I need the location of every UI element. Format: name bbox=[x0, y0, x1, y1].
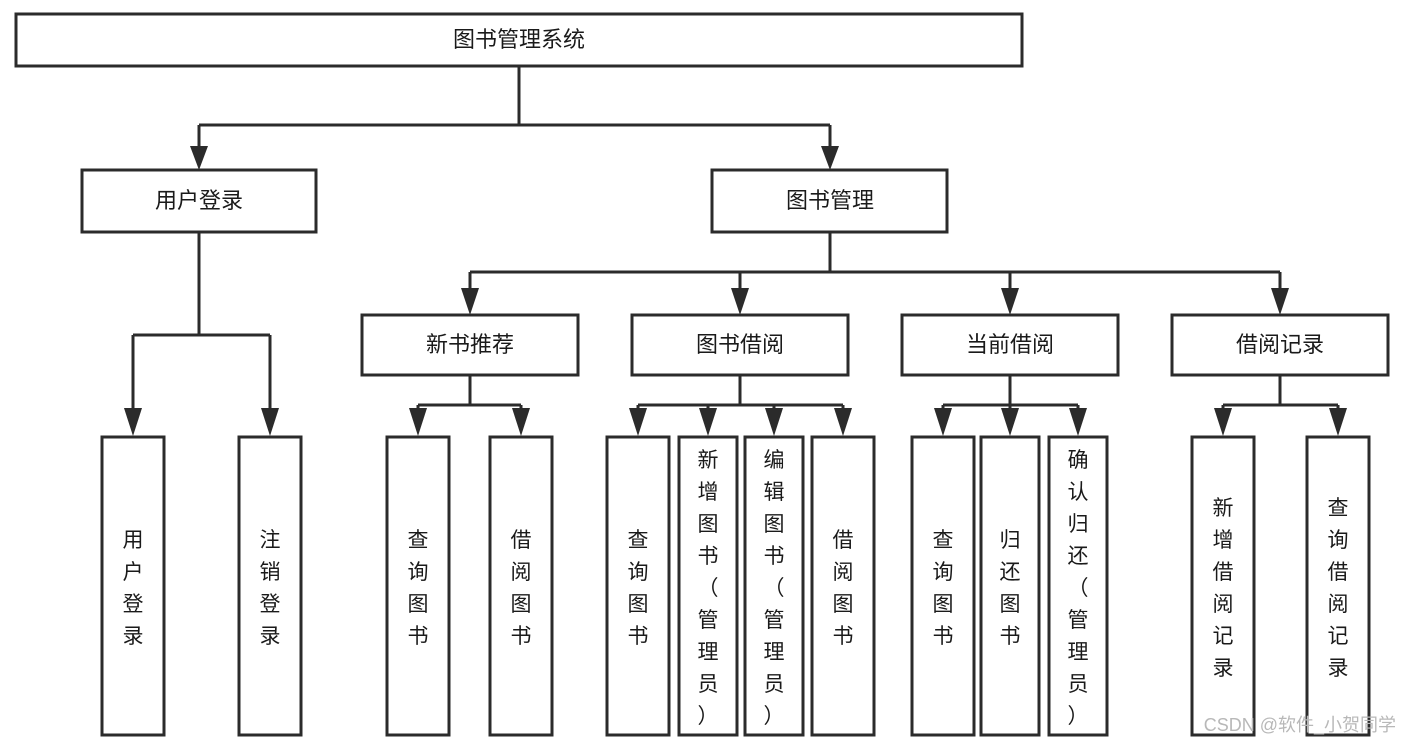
node-book-manage-label: 图书管理 bbox=[786, 188, 874, 213]
node-leaf-query-book-3-box[interactable] bbox=[910, 435, 976, 737]
connector-layer bbox=[124, 66, 1347, 436]
node-book-borrow-label: 图书借阅 bbox=[696, 332, 784, 357]
node-new-book-recommend-label: 新书推荐 bbox=[426, 332, 514, 357]
arrow-head-new-book-recommend bbox=[461, 288, 479, 315]
node-new-book-recommend-box[interactable] bbox=[360, 313, 580, 377]
node-leaf-user-login-label: 用户登录 bbox=[123, 529, 144, 648]
node-leaf-query-record-box[interactable] bbox=[1305, 435, 1371, 737]
node-leaf-add-book[interactable]: 新增图书（管理员） bbox=[677, 435, 739, 737]
arrow-head-leaf-edit-book bbox=[765, 408, 783, 436]
node-leaf-borrow-book-2-box[interactable] bbox=[810, 435, 876, 737]
arrow-head-leaf-add-record bbox=[1214, 408, 1232, 436]
node-current-borrow[interactable]: 当前借阅 bbox=[900, 313, 1120, 377]
node-leaf-borrow-book-1-box[interactable] bbox=[488, 435, 554, 737]
arrow-head-leaf-confirm-return bbox=[1069, 408, 1087, 436]
node-user-login-box[interactable] bbox=[80, 168, 318, 234]
node-leaf-query-book-3[interactable]: 查询图书 bbox=[910, 435, 976, 737]
node-leaf-confirm-return-label: 确认归还（管理员） bbox=[1068, 449, 1089, 728]
node-new-book-recommend[interactable]: 新书推荐 bbox=[360, 313, 580, 377]
node-leaf-add-record-box[interactable] bbox=[1190, 435, 1256, 737]
node-leaf-user-logout[interactable]: 注销登录 bbox=[237, 435, 303, 737]
arrow-head-leaf-borrow-book-1 bbox=[512, 408, 530, 436]
node-book-manage[interactable]: 图书管理 bbox=[710, 168, 949, 234]
node-borrow-record-box[interactable] bbox=[1170, 313, 1390, 377]
node-leaf-query-record[interactable]: 查询借阅记录 bbox=[1305, 435, 1371, 737]
node-leaf-add-record-label: 新增借阅记录 bbox=[1213, 497, 1234, 680]
arrow-head-borrow-record bbox=[1271, 288, 1289, 315]
node-leaf-query-book-2-box[interactable] bbox=[605, 435, 671, 737]
arrow-head-leaf-user-logout bbox=[261, 408, 279, 436]
node-leaf-query-book-3-label: 查询图书 bbox=[933, 529, 954, 648]
node-root-box[interactable] bbox=[14, 12, 1024, 68]
node-leaf-query-book-1[interactable]: 查询图书 bbox=[385, 435, 451, 737]
arrow-head-current-borrow bbox=[1001, 288, 1019, 315]
node-leaf-user-logout-box[interactable] bbox=[237, 435, 303, 737]
node-current-borrow-label: 当前借阅 bbox=[966, 332, 1054, 357]
arrow-head-user-login bbox=[190, 146, 208, 170]
node-leaf-add-book-label: 新增图书（管理员） bbox=[698, 449, 719, 728]
node-leaf-add-book-box[interactable] bbox=[677, 435, 739, 737]
node-leaf-return-book-box[interactable] bbox=[979, 435, 1041, 737]
node-user-login[interactable]: 用户登录 bbox=[80, 168, 318, 234]
node-leaf-add-record[interactable]: 新增借阅记录 bbox=[1190, 435, 1256, 737]
node-leaf-user-login[interactable]: 用户登录 bbox=[100, 435, 166, 737]
watermark-label: CSDN @软件_小贺同学 bbox=[1204, 715, 1396, 736]
node-leaf-user-logout-label: 注销登录 bbox=[260, 529, 281, 648]
node-book-manage-box[interactable] bbox=[710, 168, 949, 234]
node-leaf-query-book-1-box[interactable] bbox=[385, 435, 451, 737]
node-current-borrow-box[interactable] bbox=[900, 313, 1120, 377]
node-root[interactable]: 图书管理系统 bbox=[14, 12, 1024, 68]
node-leaf-query-book-1-label: 查询图书 bbox=[408, 529, 429, 648]
arrow-head-leaf-return-book bbox=[1001, 408, 1019, 436]
node-leaf-user-login-box[interactable] bbox=[100, 435, 166, 737]
node-leaf-query-book-2[interactable]: 查询图书 bbox=[605, 435, 671, 737]
node-leaf-borrow-book-2-label: 借阅图书 bbox=[833, 529, 854, 648]
arrow-head-leaf-add-book bbox=[699, 408, 717, 436]
node-leaf-borrow-book-1-label: 借阅图书 bbox=[511, 529, 532, 648]
node-leaf-borrow-book-2[interactable]: 借阅图书 bbox=[810, 435, 876, 737]
arrow-head-leaf-query-record bbox=[1329, 408, 1347, 436]
node-user-login-label: 用户登录 bbox=[155, 188, 243, 213]
node-leaf-edit-book-label: 编辑图书（管理员） bbox=[764, 449, 785, 728]
node-leaf-return-book-label: 归还图书 bbox=[1000, 529, 1021, 648]
node-root-label: 图书管理系统 bbox=[453, 27, 585, 52]
node-leaf-edit-book[interactable]: 编辑图书（管理员） bbox=[743, 435, 805, 737]
arrow-head-book-borrow bbox=[731, 288, 749, 315]
node-leaf-confirm-return[interactable]: 确认归还（管理员） bbox=[1047, 435, 1109, 737]
arrow-head-book-manage bbox=[821, 146, 839, 170]
node-leaf-borrow-book-1[interactable]: 借阅图书 bbox=[488, 435, 554, 737]
node-borrow-record-label: 借阅记录 bbox=[1236, 332, 1324, 357]
node-book-borrow-box[interactable] bbox=[630, 313, 850, 377]
node-leaf-confirm-return-box[interactable] bbox=[1047, 435, 1109, 737]
arrow-head-leaf-borrow-book-2 bbox=[834, 408, 852, 436]
arrow-head-leaf-query-book-3 bbox=[934, 408, 952, 436]
node-borrow-record[interactable]: 借阅记录 bbox=[1170, 313, 1390, 377]
node-leaf-edit-book-box[interactable] bbox=[743, 435, 805, 737]
node-leaf-query-book-2-label: 查询图书 bbox=[628, 529, 649, 648]
arrow-head-leaf-query-book-2 bbox=[629, 408, 647, 436]
node-leaf-query-record-label: 查询借阅记录 bbox=[1328, 497, 1349, 680]
arrow-head-leaf-user-login bbox=[124, 408, 142, 436]
node-leaf-return-book[interactable]: 归还图书 bbox=[979, 435, 1041, 737]
arrow-head-leaf-query-book-1 bbox=[409, 408, 427, 436]
node-book-borrow[interactable]: 图书借阅 bbox=[630, 313, 850, 377]
